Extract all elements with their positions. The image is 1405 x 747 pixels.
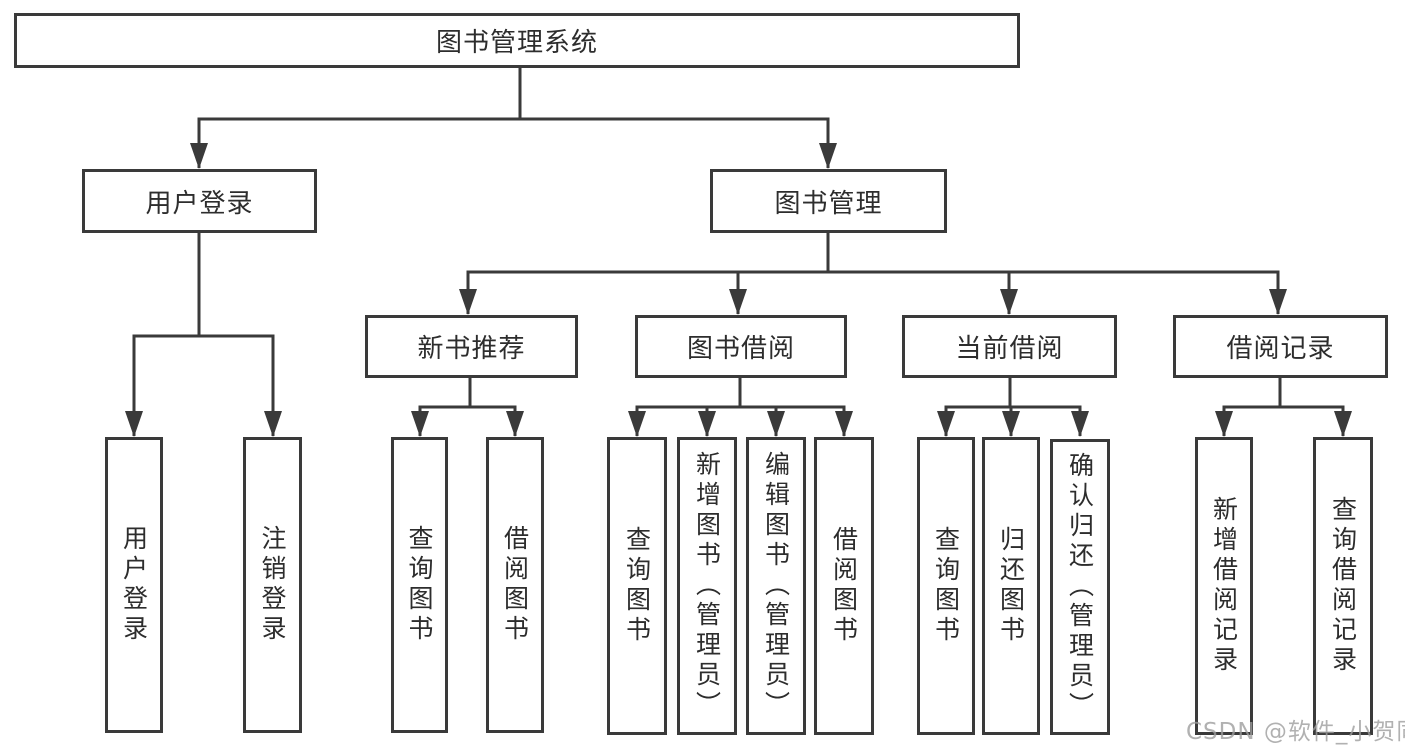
node-add-books-admin: 新增图书（管理员） [677,437,737,735]
node-query-books-recommend: 查询图书 [391,437,448,733]
node-current-borrowing: 当前借阅 [902,315,1117,378]
node-query-books-current: 查询图书 [917,437,975,735]
node-label: 借阅图书 [829,526,859,646]
node-edit-books-admin: 编辑图书（管理员） [746,437,806,735]
node-label: 新增图书（管理员） [692,451,722,721]
node-new-book-recommend: 新书推荐 [365,315,578,378]
node-label: 确认归还（管理员） [1065,452,1095,722]
node-label: 归还图书 [996,526,1026,646]
node-library-management-system: 图书管理系统 [14,13,1020,68]
node-label: 编辑图书（管理员） [761,451,791,721]
node-label: 借阅图书 [500,525,530,645]
node-user-login: 用户登录 [105,437,163,733]
node-query-borrow-record: 查询借阅记录 [1313,437,1373,735]
node-label: 查询图书 [622,526,652,646]
node-add-borrow-record: 新增借阅记录 [1195,437,1253,735]
node-label: 查询图书 [931,526,961,646]
node-label: 新增借阅记录 [1209,496,1239,676]
node-label: 用户登录 [119,525,149,645]
node-query-books-borrowing: 查询图书 [607,437,667,735]
node-borrow-books-borrowing: 借阅图书 [814,437,874,735]
node-logout: 注销登录 [243,437,302,733]
node-user-login-branch: 用户登录 [82,169,317,233]
node-confirm-return-admin: 确认归还（管理员） [1050,439,1110,735]
node-book-management: 图书管理 [710,169,947,233]
node-borrow-records: 借阅记录 [1173,315,1388,378]
node-borrow-books-recommend: 借阅图书 [486,437,544,733]
node-label: 查询图书 [405,525,434,645]
node-book-borrowing: 图书借阅 [635,315,847,378]
node-label: 查询借阅记录 [1328,496,1358,676]
csdn-watermark: CSDN @软件_小贺同学 [1186,719,1405,745]
node-label: 注销登录 [258,525,287,645]
node-return-books: 归还图书 [982,437,1040,735]
